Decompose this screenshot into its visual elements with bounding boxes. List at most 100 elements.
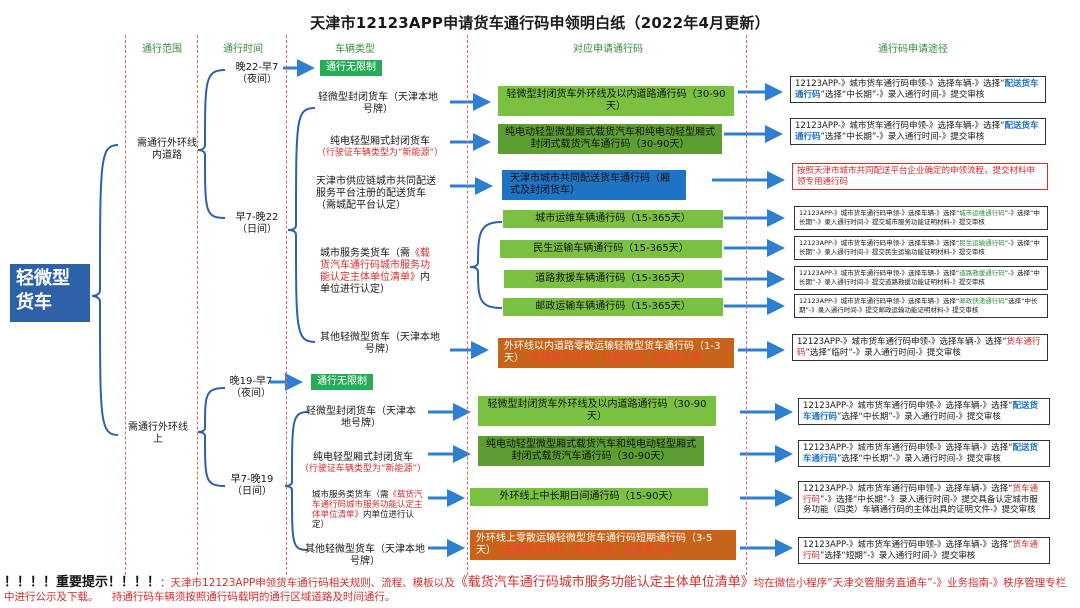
service-text-c: 内单位进行认定） (312, 510, 415, 530)
ch-text: ”选择“临时”-》录入通行时间-》提交审核 (805, 347, 961, 358)
notice-text-a: ：天津市12123APP申领货车通行码相关规则、流程、模板以及 (160, 577, 455, 589)
ch-highlight: 配送货车通行码 (803, 443, 1039, 464)
ch-text: ”选择“中长期”-》录入通行时间-》提交邮政运输功能证明材料-》提交审核 (799, 297, 1038, 314)
brace-outer-vehicles (284, 411, 309, 551)
ch-text: 12123APP-》城市货车通行码申领-》选择车辆-》选择“ (795, 79, 1005, 89)
service-code-3: 道路救援车辆通行码（15-365天） (504, 270, 722, 288)
ch-text: ”-》选择“中长期”-》录入通行时间-》提交道路救援功能证明材料-》提交审核 (799, 269, 1040, 286)
notice-text-b: 均在微信小程序“天津交管服务直通车”-》业务指南-》秩序管理专栏中进行公示及下载… (4, 577, 1067, 603)
inner-vehicle-r5: 其他轻微型货车（天津本地号牌） (320, 332, 440, 355)
page-title: 天津市12123APP申请货车通行码申领明白纸（2022年4月更新） (310, 14, 770, 32)
outer-vehicle-r2-text: 纯电轻型厢式封闭货车 (313, 452, 413, 463)
service-code-4: 邮政运输车辆通行码（15-365天） (503, 298, 723, 316)
service-list-name: 《载货汽车通行码城市服务功能认定主体单位清单》 (320, 248, 430, 283)
no-limit-outer: 通行无限制 (311, 374, 373, 390)
service-channel-2: 12123APP-》城市货车通行码申领-》选择车辆-》选择“民生运输通行码”-》… (794, 236, 1048, 260)
outer-vehicle-r2: 纯电轻型厢式封闭货车 （行驶证车辆类型为“新能源”） (298, 452, 428, 475)
inner-vehicle-service: 城市服务类货车（需《载货汽车通行码城市服务功能认定主体单位清单》内单位进行认定） (320, 248, 436, 296)
ch-text: ”选择“中长期”-》录入通行时间-》提交审核 (820, 89, 985, 100)
brace-inner-time (197, 69, 226, 219)
notice-label: ！！！！重要提示！！！！ (4, 575, 161, 590)
main-category: 轻微型货车 (10, 264, 90, 322)
outer-vehicle-r3: 城市服务类货车（需《载货汽车通行码城市服务功能认定主体单位清单》内单位进行认定） (312, 490, 424, 530)
outer-channel-r2: 12123APP-》城市货车通行码申领-》选择车辆-》选择“配送货车通行码”选择… (798, 440, 1050, 467)
ch-text: ”-》选择“中长期”-》录入通行时间-》提交城市服务功能证明材料-》提交审核 (799, 209, 1040, 226)
service-list-name: 《载货汽车通行码城市服务功能认定主体单位清单》 (312, 490, 423, 520)
ch-highlight: 货车通行码 (803, 540, 1039, 561)
ch-text: 12123APP-》城市货车通行码申领-》选择车辆-》选择“ (795, 121, 1005, 131)
inner-code-r5-text: 外环线以内道路零散运输轻微型货车通行码（1-3天） (504, 341, 721, 364)
inner-vehicle-r2: 纯电轻型厢式封闭货车 （行驶证车辆类型为“新能源”） (312, 136, 448, 159)
ch-text: ”-》选择“中长期”-》录入通行时间-》提交民生运输功能证明材料-》提交审核 (799, 239, 1040, 256)
ch-text: ”选择“短期”-》录入通行时间-》提交审核 (820, 550, 976, 561)
brace-inner-vehicles (287, 107, 316, 343)
brace-outer-time (197, 387, 226, 487)
outer-channel-r3: 12123APP-》城市货车通行码申领-》选择车辆-》选择“货车通行码”-》选择… (798, 481, 1050, 519)
time-inner-day: 早7-晚22（日间） (235, 212, 279, 235)
inner-code-r5-red: --无需提交材料，开放申领，设总量上限 (524, 353, 702, 364)
outer-code-r4: 外环线上零散运输轻微型货车通行码短期通行码（3-5天）--无需提交材料，开放申领… (470, 530, 736, 560)
ch-highlight: 道路救援通行码 (959, 269, 1005, 277)
ch-text: ”选择“中长期”-》录入通行时间-》提交审核 (837, 411, 1001, 422)
inner-vehicle-r1: 轻微型封闭货车（天津本地号牌） (318, 92, 438, 115)
outer-vehicle-r1: 轻微型封闭货车（天津本地号牌） (306, 406, 416, 429)
ch-highlight: 配送货车通行码 (803, 401, 1039, 422)
inner-code-r5: 外环线以内道路零散运输轻微型货车通行码（1-3天）--无需提交材料，开放申领，设… (498, 338, 734, 368)
ch-text: 12123APP-》城市货车通行码申领-》选择车辆-》选择“ (799, 297, 960, 305)
header-vehicle: 车辆类型 (335, 44, 375, 55)
service-text-a: 城市服务类货车（需 (320, 248, 410, 259)
ch-highlight: 配送货车通行码 (795, 79, 1039, 100)
header-code: 对应申请通行码 (573, 44, 643, 55)
inner-vehicle-r3: 天津市供应链城市共同配送服务平台注册的配送货车（需城配平台认定） (316, 176, 436, 211)
arrow-group (270, 59, 793, 557)
service-code-1: 城市运维车辆通行码（15-365天） (503, 210, 723, 228)
inner-channel-r3: 按照天津市城市共同配送平台企业确定的申领流程，提交材料申领专用通行码 (792, 163, 1048, 190)
important-notice: ！！！！重要提示！！！！：天津市12123APP申领货车通行码相关规则、流程、模… (4, 576, 1076, 604)
service-channel-1: 12123APP-》城市货车通行码申领-》选择车辆-》选择“城市运维通行码”-》… (794, 206, 1048, 230)
ch-highlight: 配送货车通行码 (795, 121, 1039, 142)
service-channel-4: 12123APP-》城市货车通行码申领-》选择车辆-》选择“邮政快递通行码”选择… (794, 294, 1048, 318)
ch-text: 12123APP-》城市货车通行码申领-》选择车辆-》选择“ (799, 239, 960, 247)
notice-list-name: 《载货汽车通行码城市服务功能认定主体单位清单》 (454, 575, 754, 590)
ch-highlight: 货车通行码 (797, 337, 1041, 358)
service-channel-3: 12123APP-》城市货车通行码申领-》选择车辆-》选择“道路救援通行码”-》… (794, 266, 1048, 290)
divider-1 (125, 35, 126, 575)
service-text-c: 内单位进行认定） (320, 272, 430, 295)
ch-highlight: 民生运输通行码 (959, 239, 1005, 247)
outer-vehicle-r2-note: （行驶证车辆类型为“新能源”） (299, 464, 427, 474)
outer-code-r4-text: 外环线上零散运输轻微型货车通行码短期通行码（3-5天） (476, 533, 713, 556)
inner-code-r3: 天津市城市共同配送货车通行码（厢式及封闭货车） (502, 170, 686, 200)
outer-code-r3: 外环线上中长期日间通行码（15-90天） (470, 488, 708, 506)
outer-channel-r4: 12123APP-》城市货车通行码申领-》选择车辆-》选择“货车通行码”选择“短… (798, 537, 1050, 564)
inner-channel-r1: 12123APP-》城市货车通行码申领-》选择车辆-》选择“配送货车通行码”选择… (790, 76, 1046, 103)
divider-3 (286, 35, 287, 575)
outer-code-r4-red: --无需提交材料，开放申领，设总量上限 (496, 545, 674, 556)
inner-vehicle-r2-text: 纯电轻型厢式封闭货车 (330, 136, 430, 147)
scope-outer: 需通行外环线上 (128, 422, 188, 445)
no-limit-inner: 通行无限制 (320, 60, 382, 76)
inner-code-r2: 纯电动轻型微型厢式载货汽车和纯电动轻型厢式封闭式载货汽车通行码（30-90天） (498, 124, 722, 154)
ch-text: ”-》选择“中长期”-》录入通行时间-》提交具备认定城市服务功能（四类）车辆通行… (803, 494, 1038, 516)
ch-text: 12123APP-》城市货车通行码申领-》选择车辆-》选择“ (799, 209, 960, 217)
notice-text-c: 持通行码车辆须按照通行码载明的通行区域道路及时间通行。 (111, 591, 396, 603)
divider-2 (197, 35, 198, 575)
ch-text: 12123APP-》城市货车通行码申领-》选择车辆-》选择“ (803, 443, 1013, 453)
service-text-a: 城市服务类货车（需 (312, 490, 389, 500)
outer-code-r1: 轻微型封闭货车外环线及以内道路通行码（30-90天） (478, 396, 716, 426)
divider-4 (467, 35, 468, 575)
inner-vehicle-r2-note: （行驶证车辆类型为“新能源”） (316, 148, 444, 158)
inner-channel-r2: 12123APP-》城市货车通行码申领-》选择车辆-》选择“配送货车通行码”选择… (790, 118, 1046, 145)
outer-vehicle-r4: 其他轻微型货车（天津本地号牌） (305, 544, 425, 567)
divider-5 (746, 35, 747, 575)
service-code-2: 民生运输车辆通行码（15-365天） (500, 240, 722, 258)
ch-text: ”选择“中长期”-》录入通行时间-》提交审核 (820, 131, 985, 142)
ch-text: 12123APP-》城市货车通行码申领-》选择车辆-》选择“ (803, 540, 1013, 550)
time-inner-night: 晚22-早7（夜间） (235, 62, 279, 85)
ch-highlight: 货车通行码 (803, 484, 1039, 505)
outer-channel-r1: 12123APP-》城市货车通行码申领-》选择车辆-》选择“配送货车通行码”选择… (798, 398, 1050, 425)
header-scope: 通行范围 (142, 44, 182, 55)
brace-service (469, 221, 503, 309)
ch-text: 12123APP-》城市货车通行码申领-》选择车辆-》选择“ (803, 401, 1013, 411)
